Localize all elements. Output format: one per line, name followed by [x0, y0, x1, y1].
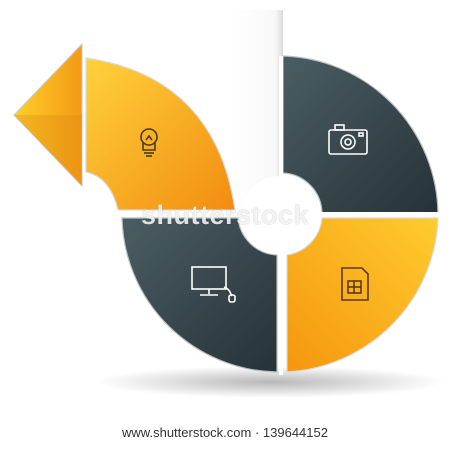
segment-top-right: [282, 55, 439, 214]
watermark-logo: shutterstock: [0, 200, 450, 231]
lightbulb-icon: [140, 128, 158, 157]
monitor-icon: [191, 266, 236, 303]
center-hole: [242, 176, 318, 252]
arrow-head: [13, 42, 83, 188]
camera-icon: [328, 124, 368, 155]
footer-credit: www.shutterstock.com · 139644152: [122, 425, 328, 440]
ground-shadow: [95, 366, 445, 398]
watermark-text: shutterstock: [140, 200, 310, 230]
segment-bottom-right: [286, 217, 439, 373]
segment-bottom-left: [121, 217, 278, 373]
sim-card-icon: [341, 267, 369, 301]
segment-top-left: [85, 57, 236, 211]
